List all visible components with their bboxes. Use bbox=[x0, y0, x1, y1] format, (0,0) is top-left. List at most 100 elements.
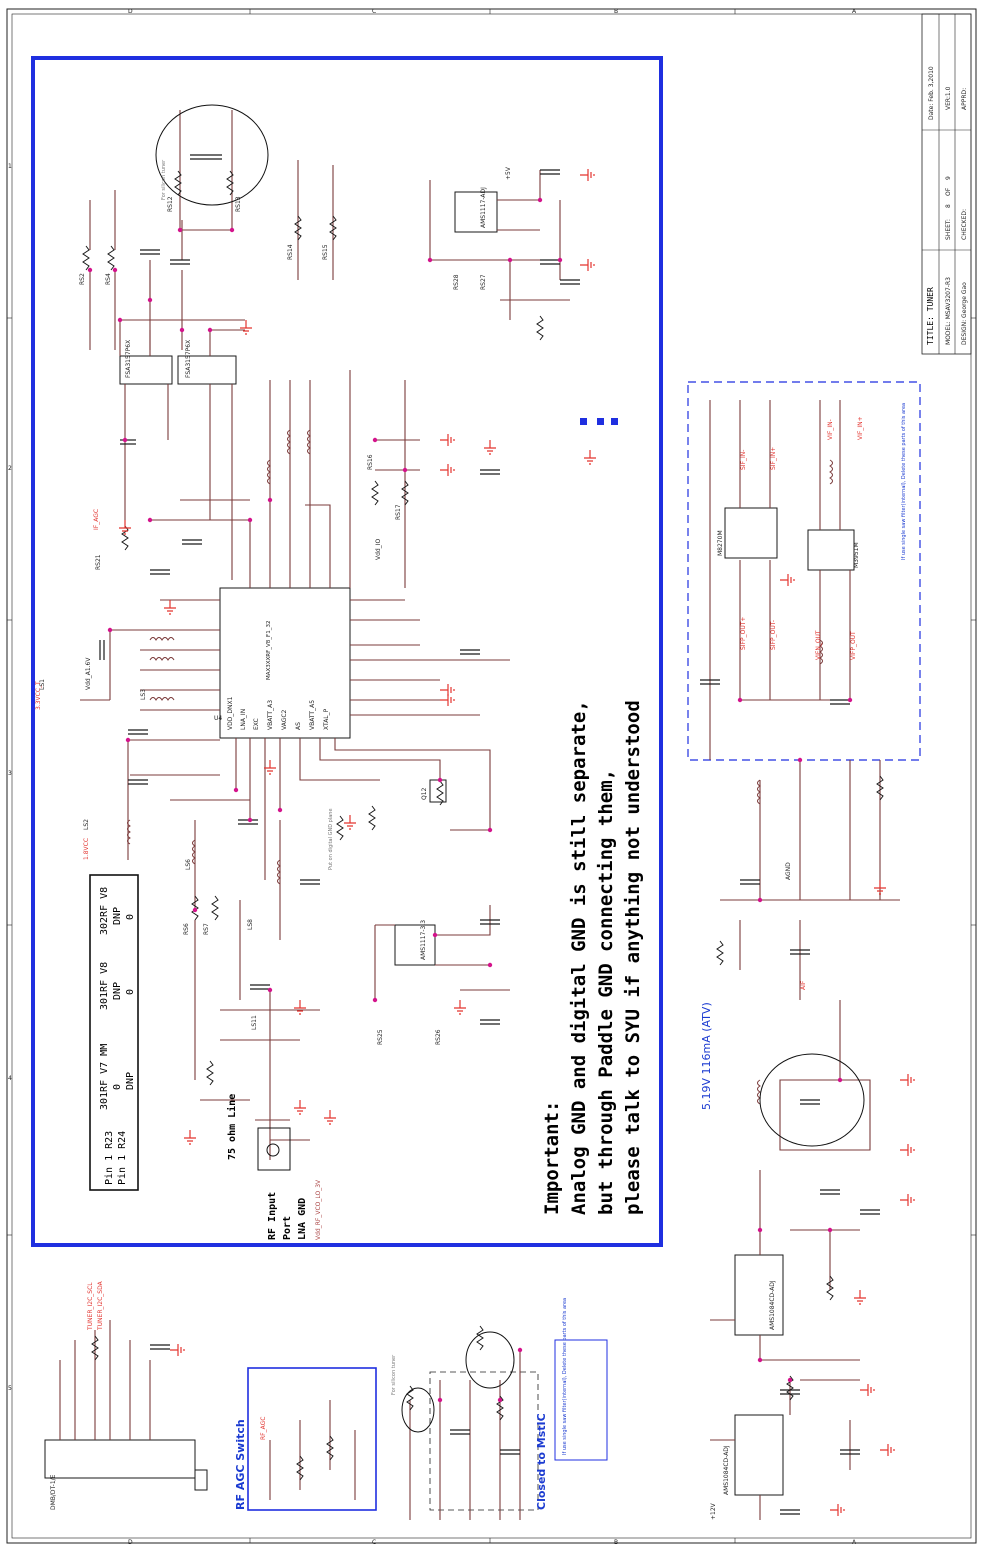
ref-rs16: RS16 bbox=[367, 454, 374, 470]
ref-rs4: RS4 bbox=[105, 273, 112, 285]
ref-ls11: LS11 bbox=[251, 1015, 258, 1030]
u23-saw-filter: M3951M bbox=[807, 529, 860, 571]
variant-col1-row1: Pin 1 R23 bbox=[104, 1131, 115, 1185]
u22-label: M8270M bbox=[717, 530, 724, 556]
dgnd-note: Put on digital GND plane bbox=[328, 808, 334, 870]
u24-connector: DMB/DT-1/E bbox=[44, 1439, 208, 1510]
net-3v3: 3.3VCC_T bbox=[35, 681, 42, 710]
net-sifp-out-n: SIFP_OUT- bbox=[770, 620, 777, 650]
net-vif-p: VIF_IN+ bbox=[857, 416, 864, 440]
net-labels: SIF_IN- SIF_IN+ VIF_IN- VIF_IN+ SIFP_OUT… bbox=[35, 166, 864, 1520]
net-vifp-out: VIFP_OUT bbox=[850, 631, 857, 660]
important-line-4: please talk to SYU if anything not under… bbox=[622, 700, 644, 1215]
ref-rs24: RS25 bbox=[377, 1029, 384, 1045]
ref-ls2: LS2 bbox=[83, 819, 90, 830]
u4-pin-label-7: VBATT_A5 bbox=[309, 700, 316, 730]
grid-letter-b-bottom: B bbox=[614, 1539, 618, 1546]
tuner-region-border bbox=[31, 56, 663, 1247]
grid-letter-c: C bbox=[372, 8, 376, 15]
grid-num-3: 3 bbox=[8, 770, 12, 777]
checked-text: CHECKED: bbox=[961, 209, 968, 240]
inductors bbox=[127, 429, 833, 1105]
sheet-border bbox=[6, 8, 977, 1544]
variant-col3-row3: 0 bbox=[125, 989, 136, 995]
variant-col4-row2: DNP bbox=[112, 907, 123, 925]
net-tuner-scl: TUNER_I2C_SCL bbox=[87, 1282, 94, 1331]
u4-pin-label-1: VDD_DNX1 bbox=[227, 696, 234, 730]
ref-ls6: LS6 bbox=[185, 859, 192, 870]
grid-letter-a-bottom: A bbox=[852, 1539, 857, 1546]
ref-rs27: RS27 bbox=[480, 274, 487, 290]
circled-area-right bbox=[759, 1053, 865, 1147]
u28-switch: FSA3157P6X bbox=[119, 340, 173, 385]
sheet-label: SHEET: bbox=[945, 219, 952, 240]
net-rf-agc: RF_AGC bbox=[260, 1417, 267, 1440]
variant-col2-row3: DNP bbox=[125, 1072, 136, 1090]
ref-rs14: RS14 bbox=[287, 244, 294, 260]
wiring bbox=[59, 110, 900, 1520]
grid-letter-c-bottom: C bbox=[372, 1539, 376, 1546]
voltage-atv-label: 5.19V 116mA (ATV) bbox=[700, 1002, 713, 1110]
designer-text: DESIGN: George Gao bbox=[961, 282, 968, 345]
rf-agc-switch-label: RF AGC Switch bbox=[234, 1419, 247, 1510]
silicon-tuner-note-2: For silicon tuner bbox=[391, 1354, 397, 1395]
important-line-2: Analog GND and digital GND is still sepa… bbox=[568, 700, 590, 1215]
junction-dots bbox=[87, 197, 853, 1403]
variant-col4-row1: 302RF V8 bbox=[99, 887, 110, 935]
port-text: Port bbox=[282, 1216, 293, 1240]
u4-pin-label-6: AS bbox=[295, 722, 302, 730]
grid-num-4: 4 bbox=[8, 1075, 12, 1082]
sheet-number: 8 bbox=[945, 204, 952, 208]
net-1v8: 1.8VCC bbox=[83, 838, 90, 860]
ref-rs28: RS28 bbox=[453, 274, 460, 290]
u29-label: FSA3157P6X bbox=[185, 340, 192, 378]
u23-label: M3951M bbox=[853, 542, 860, 568]
net-sif-n: SIF_IN- bbox=[740, 450, 747, 470]
net-vdd-io: Vdd_IO bbox=[375, 539, 382, 560]
grid-ticks bbox=[7, 9, 976, 1543]
date-text: Date: Feb. 3,2010 bbox=[928, 66, 935, 120]
filter-note-text: If use single saw filter(internal), Dele… bbox=[901, 403, 907, 560]
grid-labels: D C B A D C B A 1 2 3 4 5 bbox=[8, 8, 857, 1546]
u29-switch: FSA3157P6X bbox=[177, 340, 237, 385]
net-agnd: AGND bbox=[785, 862, 792, 880]
net-sifp-out-p: SIFP_OUT+ bbox=[740, 617, 747, 650]
variant-table: Pin 1 R23 Pin 1 R24 301RF V7 MM 0 DNP 30… bbox=[99, 887, 136, 1185]
ref-ls8: LS8 bbox=[247, 919, 254, 930]
silicon-tuner-note: For silicon tuner bbox=[161, 159, 167, 200]
grid-letter-b: B bbox=[614, 8, 618, 15]
u22-saw-filter: M8270M bbox=[717, 507, 778, 559]
sheet-of: OF bbox=[945, 187, 952, 196]
closed-to-msic-label: Closed to MstIC bbox=[535, 1413, 548, 1510]
ref-rs13: RS13 bbox=[235, 196, 242, 212]
rf-connector-js1 bbox=[257, 1127, 291, 1171]
u4-part-label: MAX3XXRF_V8_F1_32 bbox=[266, 621, 272, 680]
lna-gnd-text: LNA GND bbox=[297, 1198, 308, 1240]
variant-col3-row1: 301RF V8 bbox=[99, 962, 110, 1010]
u4-pin-label-2: LNA_IN bbox=[240, 709, 247, 730]
ref-rs6: RS6 bbox=[183, 923, 190, 935]
important-heading: Important: bbox=[541, 1101, 563, 1215]
u28-label: FSA3157P6X bbox=[125, 340, 132, 378]
saw-filter-region bbox=[687, 381, 921, 761]
grid-num-1: 1 bbox=[8, 163, 12, 170]
u13-label: AMS1084CD-ADJ bbox=[723, 1445, 730, 1495]
variant-col3-row2: DNP bbox=[112, 982, 123, 1000]
ref-rs7: RS7 bbox=[203, 923, 210, 935]
net-aif: AIF bbox=[800, 980, 807, 990]
test-points bbox=[580, 418, 618, 425]
title-block: TITLE: TUNER MODEL: MSAV3207-R3 DESIGN: … bbox=[921, 13, 972, 355]
ref-ls3: LS3 bbox=[140, 689, 147, 700]
us1-regulator: AMS1117-3.3 bbox=[394, 920, 436, 966]
u4-pin-label-3: EXC bbox=[253, 718, 260, 730]
rf-input-text: RF Input bbox=[267, 1192, 278, 1240]
u4-pin-label-8: XTAL_P bbox=[323, 708, 330, 730]
ref-rs12: RS12 bbox=[167, 196, 174, 212]
u4-pin-label-4: VBATT_A3 bbox=[267, 700, 274, 730]
ref-rs2: RS2 bbox=[79, 273, 86, 285]
u12-ldo: AMS1084CD-ADJ bbox=[734, 1254, 784, 1336]
grid-letter-d: D bbox=[128, 8, 133, 15]
u4-ref: U4 bbox=[214, 715, 222, 722]
us1-label: AMS1117-3.3 bbox=[420, 920, 427, 960]
